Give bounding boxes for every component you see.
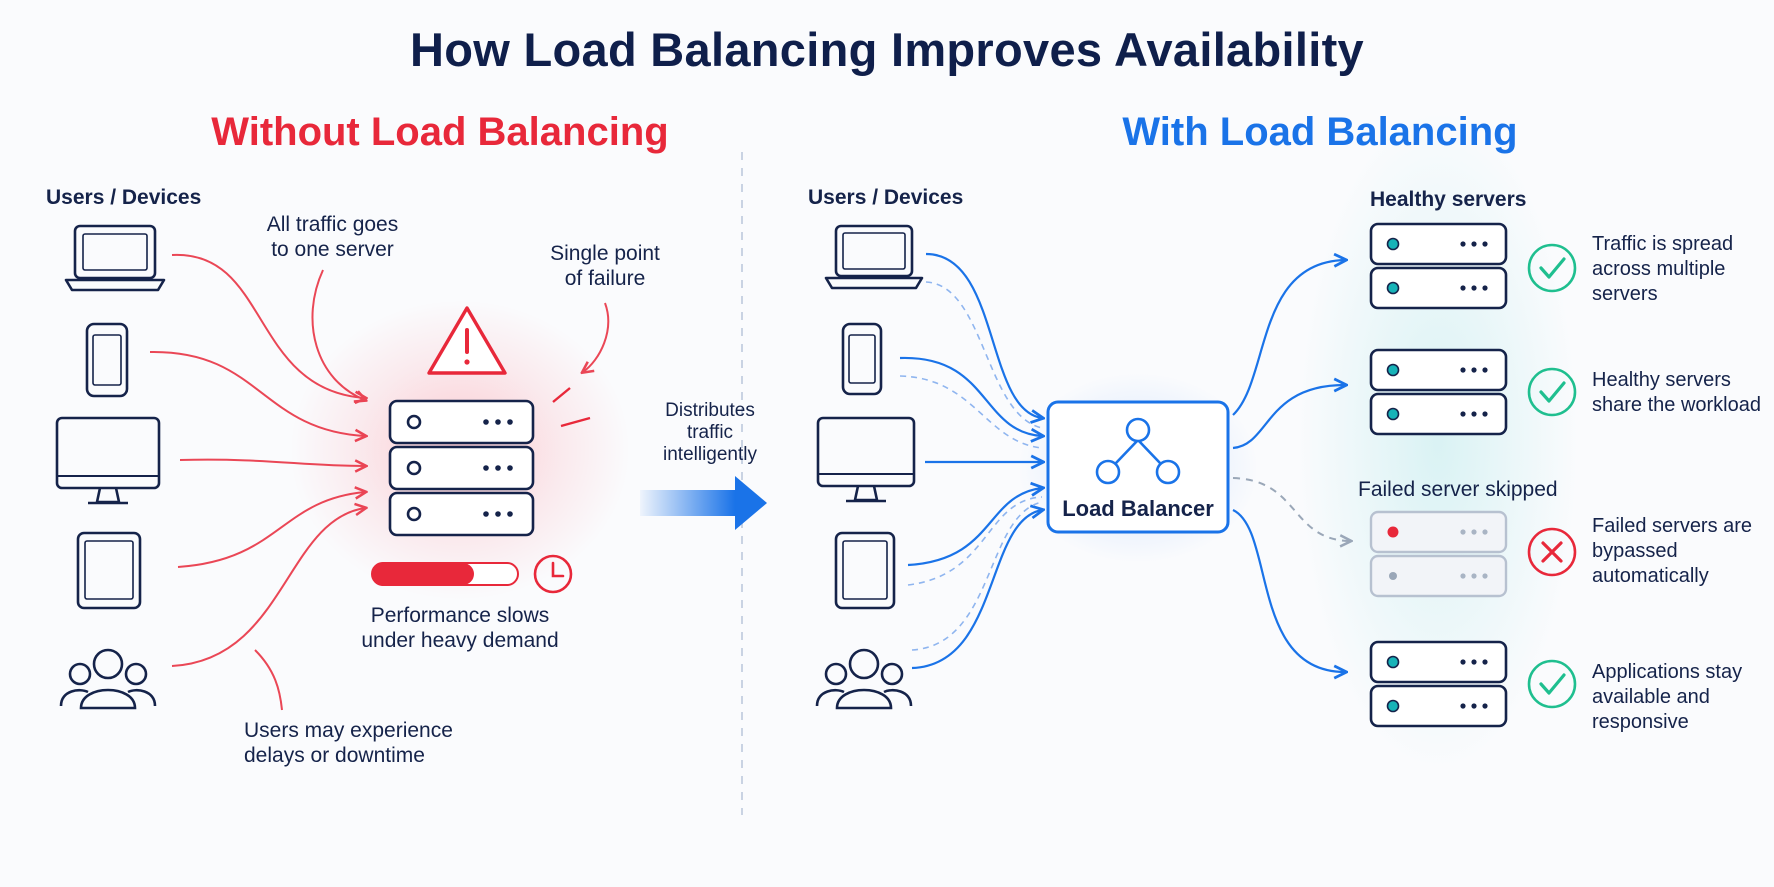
status-leds-healthy: [1386, 237, 1400, 713]
without-heading: Without Load Balancing: [211, 110, 669, 154]
x-icon: [1527, 527, 1577, 577]
note-all-traffic: All traffic goes to one server: [266, 213, 399, 261]
traffic-line-skipped: [1232, 477, 1350, 541]
alert-tick: [560, 416, 591, 428]
users-devices-label-right: Users / Devices: [808, 186, 964, 209]
monitor-icon: [816, 416, 916, 503]
load-balancer-box: [1046, 400, 1230, 534]
monitor-icon: [55, 416, 161, 505]
traffic-lines-left: [149, 253, 610, 711]
page-title: How Load Balancing Improves Availability: [410, 23, 1364, 76]
users-group-icon: [815, 648, 913, 710]
tablet-icon: [834, 531, 896, 610]
server-dots-failed: [1460, 529, 1488, 579]
users-group-icon: [59, 648, 157, 710]
distribute-label: Distributes traffic intelligently: [663, 400, 757, 465]
server-stack-failed: [1369, 510, 1508, 598]
status-led-failed: [1387, 526, 1399, 538]
check-icon: [1527, 367, 1577, 417]
note-users-delay: Users may experience delays or downtime: [244, 719, 453, 767]
server-dots: [483, 419, 513, 517]
status-note-1: Traffic is spread across multiple server…: [1592, 233, 1734, 305]
traffic-lines-out: [1232, 260, 1345, 672]
users-devices-label-left: Users / Devices: [46, 186, 202, 209]
check-icon: [1527, 659, 1577, 709]
status-note-2: Healthy servers share the workload: [1592, 369, 1761, 416]
failed-server-label: Failed server skipped: [1358, 478, 1558, 501]
note-single-point: Single point of failure: [550, 242, 660, 290]
load-progress-fill: [372, 563, 474, 585]
status-note-4: Applications stay available and responsi…: [1592, 661, 1743, 733]
laptop-icon: [824, 224, 924, 290]
phone-icon: [85, 322, 129, 398]
tablet-icon: [76, 531, 142, 610]
server-dots: [1460, 241, 1488, 709]
status-note-3: Failed servers are bypassed automaticall…: [1592, 515, 1753, 587]
server-stack-healthy-3: [1369, 640, 1508, 728]
check-icon: [1527, 243, 1577, 293]
server-glow: [1298, 110, 1578, 770]
load-balancer-label: Load Balancer: [1062, 496, 1214, 521]
note-performance: Performance slows under heavy demand: [361, 604, 559, 652]
laptop-icon: [64, 224, 166, 292]
server-stack-healthy-1: [1369, 222, 1508, 310]
server-stack-overloaded: [388, 399, 535, 537]
traffic-lines-in: [899, 252, 1042, 670]
warning-icon: [427, 306, 507, 375]
clock-icon: [533, 554, 573, 594]
alert-tick: [552, 387, 571, 403]
healthy-servers-label: Healthy servers: [1370, 188, 1527, 211]
network-icon: [1095, 417, 1181, 485]
load-progress-bar: [371, 562, 519, 586]
distribute-arrow: [640, 476, 767, 530]
status-led-off: [1389, 572, 1397, 580]
with-heading: With Load Balancing: [1122, 110, 1518, 154]
traffic-lines-in-dashed: [899, 281, 1043, 651]
phone-icon: [841, 322, 883, 396]
server-stack-healthy-2: [1369, 348, 1508, 436]
